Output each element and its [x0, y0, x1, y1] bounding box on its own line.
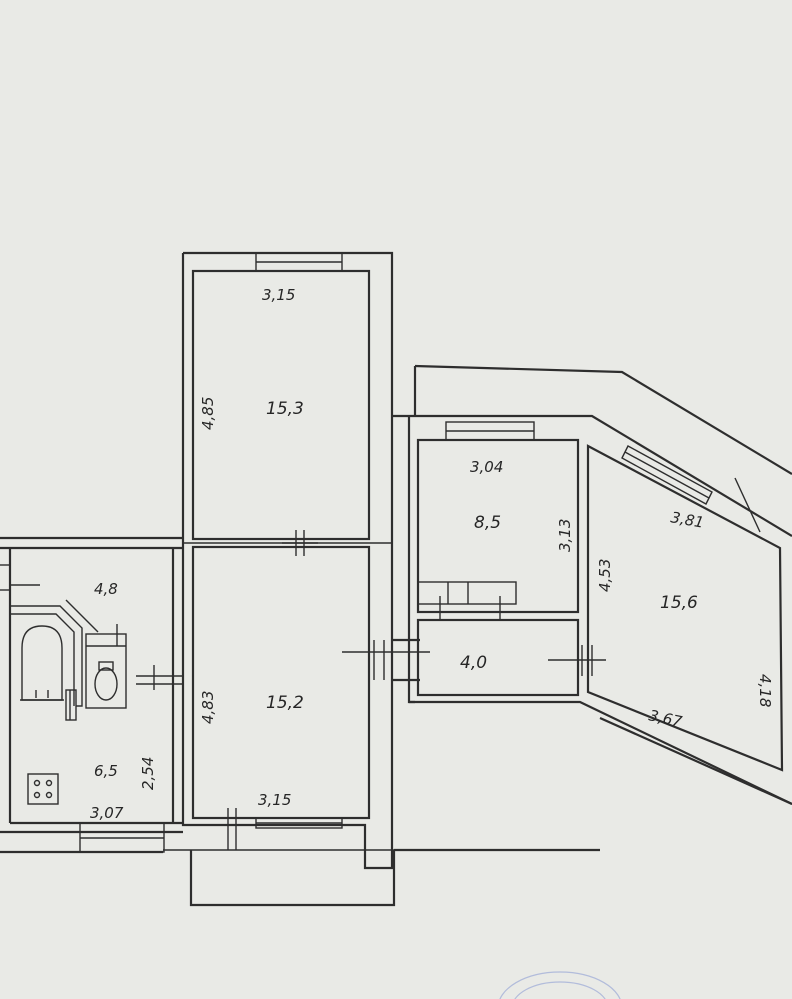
hall-walls [342, 414, 430, 682]
small-room-area: 8,5 [474, 513, 501, 533]
stamp-mark [499, 971, 621, 999]
small-room-length: 3,13 [556, 519, 574, 552]
kitchen-area: 6,5 [94, 762, 118, 780]
right-block-walls [394, 364, 792, 852]
top-left-length: 4,85 [199, 397, 217, 430]
right-room-bottom: 3,67 [647, 706, 684, 731]
small-room-width: 3,04 [470, 458, 503, 476]
right-room-right: 4,18 [756, 674, 774, 707]
top-left-area: 15,3 [266, 399, 304, 419]
top-left-width: 3,15 [262, 286, 295, 304]
bottom-left-width: 3,15 [258, 791, 291, 809]
right-room-top: 3,81 [669, 508, 705, 532]
right-room-left: 4,53 [596, 559, 614, 592]
labels: 3,15 15,3 4,85 15,2 4,83 3,15 4,8 6,5 3,… [90, 286, 774, 822]
bottom-left-length: 4,83 [199, 691, 217, 724]
right-room-area: 15,6 [660, 593, 698, 613]
hall-area: 4,0 [460, 653, 487, 673]
kitchen-block-walls [0, 536, 183, 854]
left-block-walls [163, 251, 396, 907]
kitchen-width: 3,07 [90, 804, 124, 822]
corridor-area: 4,8 [94, 580, 118, 598]
kitchen-length: 2,54 [139, 757, 157, 790]
bottom-left-area: 15,2 [266, 693, 304, 713]
